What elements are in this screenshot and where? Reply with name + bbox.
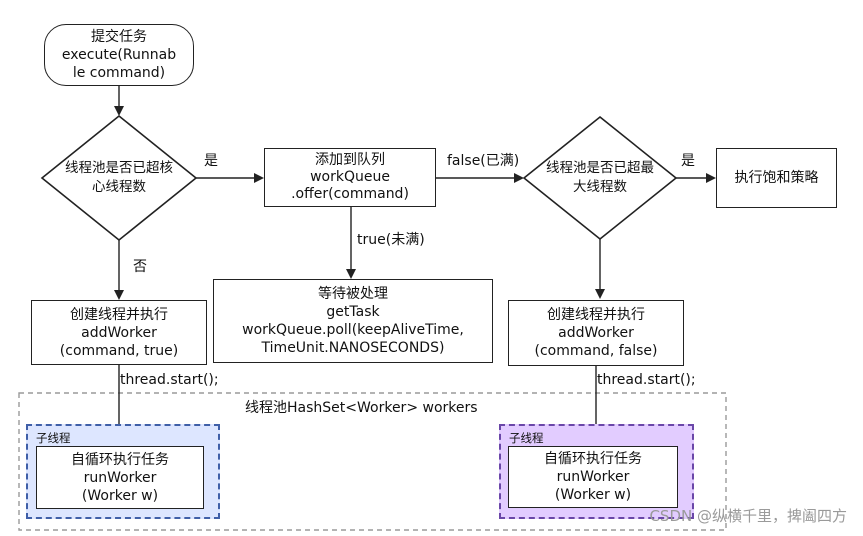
create-worker-core-node: 创建线程并执行 addWorker (command, true) [31, 300, 207, 365]
edge-label-queue-false: false(已满) [447, 153, 520, 169]
decision-core-line-1: 线程池是否已超核 [65, 160, 173, 176]
edge-label-queue-true: true(未满) [357, 232, 425, 248]
run-worker-right-line-3: (Worker w) [554, 487, 632, 503]
wait-node: 等待被处理 getTask workQueue.poll(keepAliveTi… [213, 279, 493, 363]
worker-set-group-title: 线程池HashSet<Worker> workers [245, 400, 478, 416]
run-worker-node-right: 自循环执行任务 runWorker (Worker w) [508, 446, 678, 508]
reject-policy-node: 执行饱和策略 [716, 148, 837, 208]
create-left-line-1: 创建线程并执行 [70, 306, 168, 323]
run-worker-right-line-1: 自循环执行任务 [544, 451, 642, 467]
queue-node-line-2: workQueue [310, 169, 390, 185]
create-left-line-2: addWorker [81, 324, 157, 341]
decision-max-line-1: 线程池是否已超最 [546, 160, 654, 176]
csdn-watermark: CSDN @纵横千里，捭阖四方 [649, 507, 847, 525]
edge-label-thread-start-left: thread.start(); [120, 372, 219, 388]
edge-label-core-no: 否 [133, 259, 147, 275]
decision-max-label: 线程池是否已超最 大线程数 [526, 158, 674, 198]
create-left-line-3: (command, true) [59, 342, 179, 359]
worker-set-group-border [18, 392, 727, 531]
start-node-line-3: le command) [72, 65, 166, 81]
reject-policy-label: 执行饱和策略 [734, 170, 819, 186]
run-worker-left-line-1: 自循环执行任务 [71, 451, 169, 468]
decision-core-label: 线程池是否已超核 心线程数 [44, 158, 194, 198]
run-worker-right-line-2: runWorker [556, 469, 630, 485]
wait-node-line-3: workQueue.poll(keepAliveTime, [242, 322, 464, 338]
run-worker-node-left: 自循环执行任务 runWorker (Worker w) [36, 446, 204, 509]
wait-node-line-1: 等待被处理 [318, 286, 388, 302]
decision-core-line-2: 心线程数 [92, 179, 146, 195]
start-node-line-2: execute(Runnab [61, 47, 177, 63]
wait-node-line-4: TimeUnit.NANOSECONDS) [261, 340, 445, 356]
run-worker-left-line-3: (Worker w) [81, 487, 159, 504]
create-right-line-2: addWorker [558, 325, 634, 341]
start-node: 提交任务 execute(Runnab le command) [44, 24, 194, 86]
edge-label-thread-start-right: thread.start(); [597, 372, 696, 388]
subthread-group-left-title: 子线程 [36, 431, 71, 445]
wait-node-line-2: getTask [326, 304, 380, 320]
create-worker-max-node: 创建线程并执行 addWorker (command, false) [508, 300, 684, 366]
decision-max-line-2: 大线程数 [573, 179, 627, 195]
run-worker-left-line-2: runWorker [83, 469, 157, 486]
start-node-line-1: 提交任务 [91, 29, 147, 45]
edge-label-core-yes: 是 [204, 153, 218, 169]
create-right-line-1: 创建线程并执行 [547, 307, 645, 323]
subthread-group-right-title: 子线程 [509, 431, 544, 445]
queue-node: 添加到队列 workQueue .offer(command) [264, 148, 436, 207]
create-right-line-3: (command, false) [534, 343, 658, 359]
queue-node-line-3: .offer(command) [291, 186, 409, 202]
queue-node-line-1: 添加到队列 [315, 152, 385, 168]
edge-label-max-yes: 是 [681, 153, 695, 169]
